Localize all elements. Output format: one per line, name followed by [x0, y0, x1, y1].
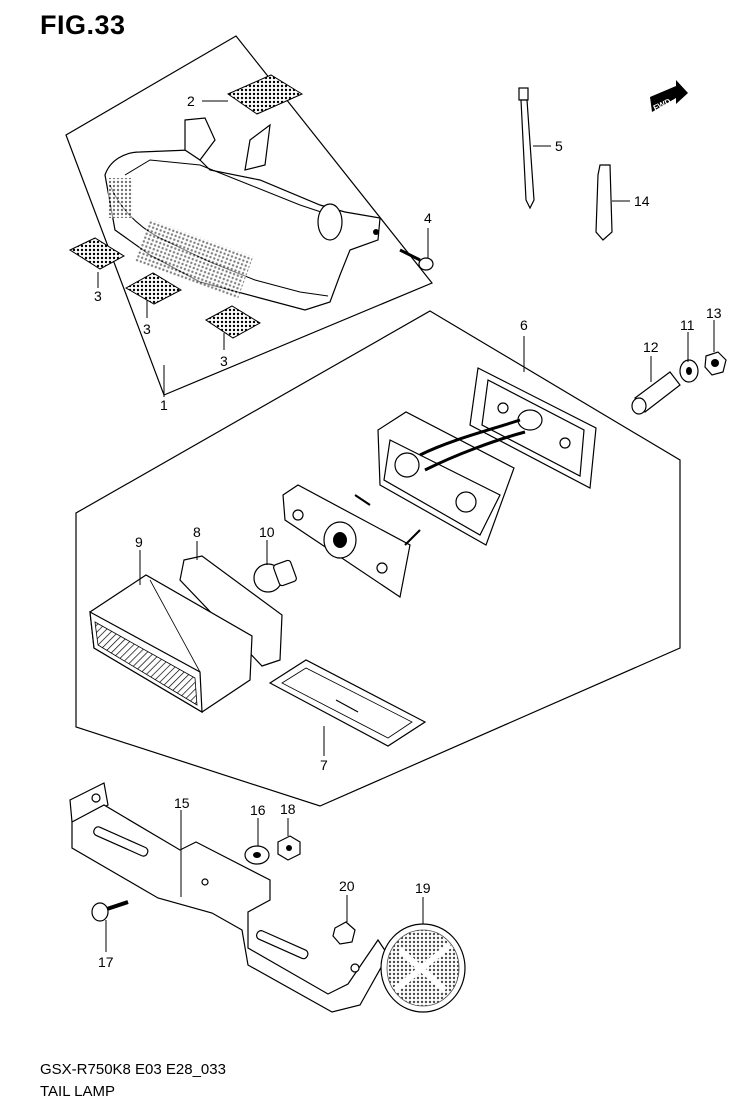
leader-lines: [97, 100, 715, 952]
gasket-8: [179, 555, 283, 667]
clamp-14: [595, 164, 613, 241]
washer-11: [679, 359, 699, 383]
pad-3-c: [205, 305, 261, 339]
figure-title: FIG.33: [40, 10, 126, 40]
lens-cover-7: [268, 659, 427, 747]
callout-16: 16: [250, 802, 266, 818]
screw-4: [399, 248, 434, 271]
callout-13: 13: [706, 305, 722, 321]
callout-18: 18: [280, 801, 296, 817]
callout-7: 7: [320, 757, 328, 773]
nut-18: [277, 835, 301, 861]
callout-3: 3: [143, 321, 151, 337]
callout-12: 12: [643, 339, 659, 355]
seal-plate-6: [469, 367, 597, 489]
pad-3-a: [68, 237, 125, 270]
lens-9: [89, 574, 253, 714]
callout-3: 3: [94, 288, 102, 304]
callout-9: 9: [135, 534, 143, 550]
callout-6: 6: [520, 317, 528, 333]
callout-5: 5: [555, 138, 563, 154]
callout-10: 10: [259, 524, 275, 540]
callout-3: 3: [220, 353, 228, 369]
callout-20: 20: [339, 878, 355, 894]
screw-17: [91, 900, 129, 922]
callout-11: 11: [680, 317, 695, 333]
callout-19: 19: [415, 880, 431, 896]
callout-2: 2: [187, 93, 195, 109]
bulb-10: [253, 559, 297, 593]
callout-15: 15: [174, 795, 190, 811]
nut-13: [704, 351, 727, 376]
lamp-housing-block: [377, 411, 526, 546]
callout-14: 14: [634, 193, 650, 209]
section-name: TAIL LAMP: [40, 1083, 116, 1100]
reflector-pad-upper: [226, 74, 304, 115]
callout-8: 8: [193, 524, 201, 540]
model-code: GSX-R750K8 E03 E28_033: [40, 1061, 226, 1078]
spacer-12: [631, 371, 681, 415]
group-box-license-lamp: [75, 310, 681, 807]
tail-lamp-body: [104, 117, 381, 311]
callout-1: 1: [160, 397, 168, 413]
nut-20: [332, 921, 356, 945]
callout-4: 4: [424, 210, 432, 226]
lamp-socket-plate: [282, 484, 421, 599]
forward-arrow-icon: FWD: [650, 80, 688, 113]
cable-tie-5: [518, 87, 535, 210]
washer-16: [244, 845, 270, 865]
round-reflector-19: [380, 923, 466, 1013]
pad-3-b: [124, 272, 183, 305]
bracket-15: [69, 782, 389, 1013]
callout-17: 17: [98, 954, 114, 970]
